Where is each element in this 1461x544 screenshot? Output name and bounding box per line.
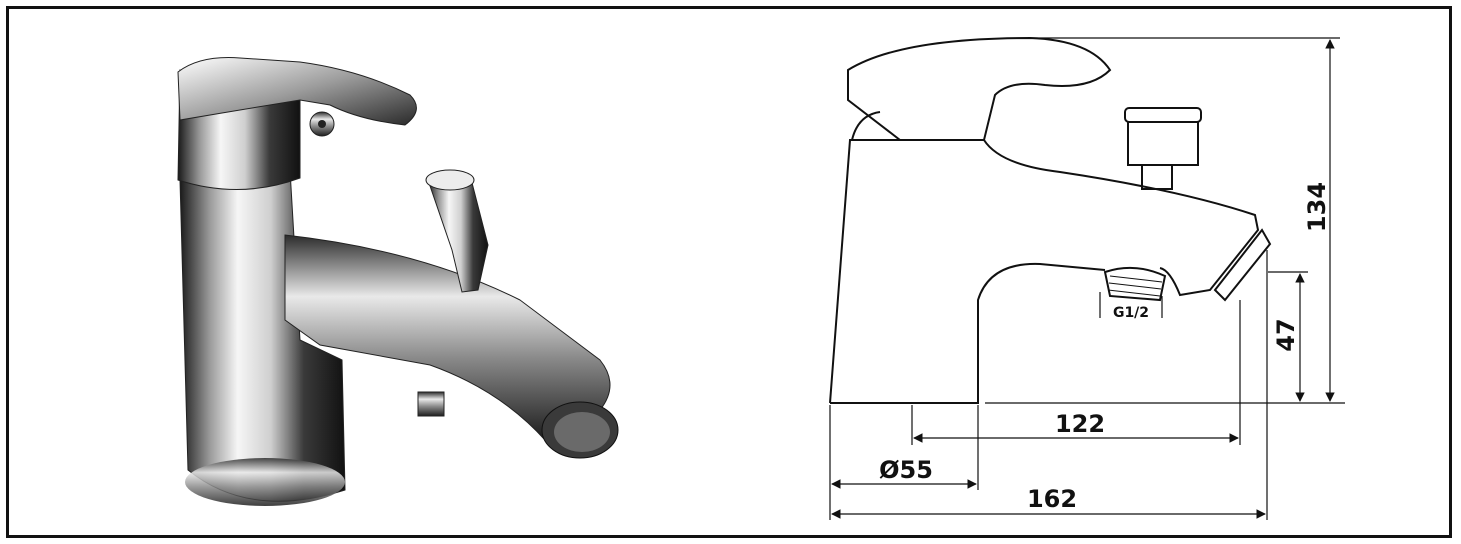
dim-overall-height: 134 — [1303, 182, 1331, 232]
faucet-photo-icon — [177, 57, 619, 506]
dim-base-diameter: Ø55 — [879, 456, 933, 484]
technical-drawing — [829, 36, 1272, 404]
dim-spout-height: 47 — [1272, 318, 1300, 351]
dim-spout-reach: 122 — [1055, 410, 1105, 438]
dim-overall-length: 162 — [1027, 485, 1077, 513]
dim-thread-size: G1/2 — [1113, 305, 1149, 321]
spec-sheet-frame — [6, 6, 1452, 538]
dimension-lines — [829, 37, 1345, 520]
